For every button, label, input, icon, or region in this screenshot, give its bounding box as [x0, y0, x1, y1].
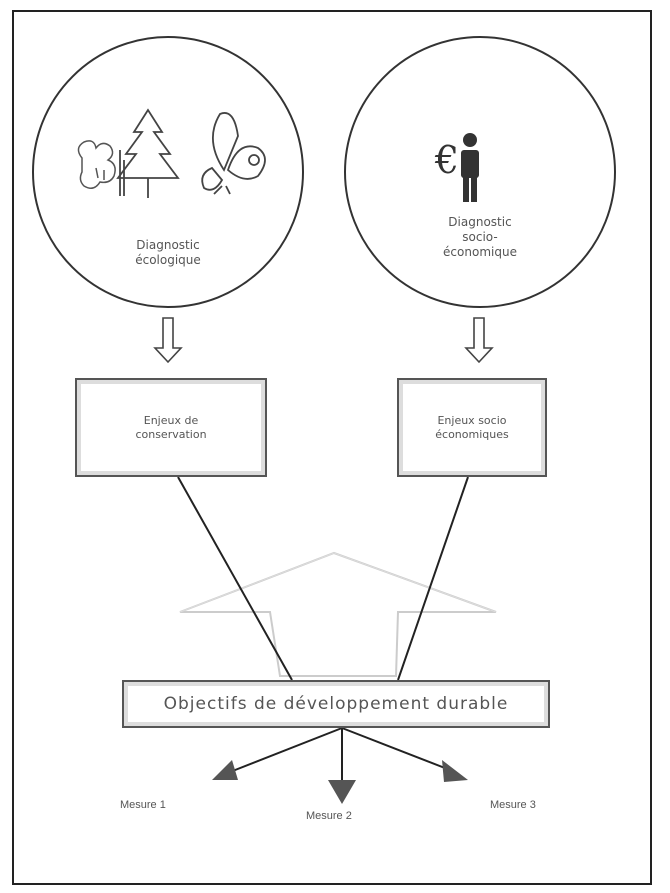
objectives-box: Objectifs de développement durable — [122, 680, 550, 728]
measure-2-label: Mesure 2 — [306, 810, 352, 822]
conservation-issues-box: Enjeux de conservation — [75, 378, 267, 477]
right-down-arrow — [464, 317, 494, 364]
measure-3-line — [341, 727, 451, 771]
roof-edge-right — [333, 552, 497, 613]
left-connector-line — [177, 476, 293, 681]
measure-2-arrowhead — [328, 780, 356, 804]
ecological-diagnostic-label: Diagnostic écologique — [135, 238, 201, 267]
butterfly-icon — [201, 112, 266, 195]
measure-1-line — [229, 727, 343, 773]
diagram-frame — [12, 10, 652, 885]
roof-edge-left — [179, 552, 335, 613]
roof-shape — [179, 551, 497, 677]
ecological-diagnostic-circle — [32, 36, 304, 308]
euro-icon: € — [434, 138, 460, 182]
measure-3-arrowhead — [442, 760, 468, 782]
squirrel-icon — [77, 140, 116, 189]
socioeconomic-diagnostic-label: Diagnostic socio- économique — [443, 215, 517, 259]
left-down-arrow — [153, 317, 183, 364]
right-connector-line — [397, 476, 469, 681]
tree-icon — [116, 108, 180, 198]
measure-1-arrowhead — [212, 760, 238, 780]
socioeconomic-diagnostic-circle — [344, 36, 616, 308]
measure-1-label: Mesure 1 — [120, 799, 166, 811]
measure-3-label: Mesure 3 — [490, 799, 536, 811]
person-icon — [461, 133, 479, 202]
socioeconomic-issues-box: Enjeux socio économiques — [397, 378, 547, 477]
